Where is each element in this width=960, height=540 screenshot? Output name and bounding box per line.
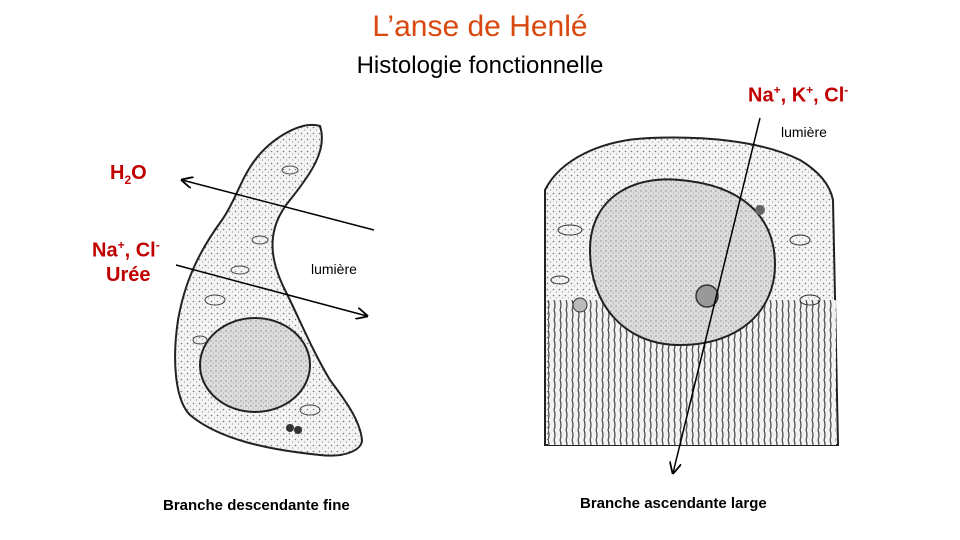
slide-subtitle: Histologie fonctionnelle <box>356 52 604 79</box>
nucleus-descending <box>199 317 311 413</box>
lumen-label-left: lumière <box>311 261 357 277</box>
water-label: H2O <box>110 162 147 187</box>
urea-label: Urée <box>106 264 151 286</box>
caption-descending: Branche descendante fine <box>163 497 350 514</box>
nucleolus <box>695 284 719 308</box>
lumen-label-right: lumière <box>781 124 827 140</box>
ions-ascending-arrow <box>673 117 761 473</box>
water-arrow <box>182 180 375 231</box>
nucleus-ascending <box>588 178 777 347</box>
sodium-chloride-label: Na+, Cl- <box>92 238 160 262</box>
slide-title: L’anse de Henlé <box>372 10 588 43</box>
caption-ascending: Branche ascendante large <box>580 495 767 512</box>
ions-urea-arrow <box>175 264 367 316</box>
sodium-potassium-chloride-label: Na+, K+, Cl- <box>748 83 849 107</box>
ascending-limb-cell <box>544 136 840 446</box>
